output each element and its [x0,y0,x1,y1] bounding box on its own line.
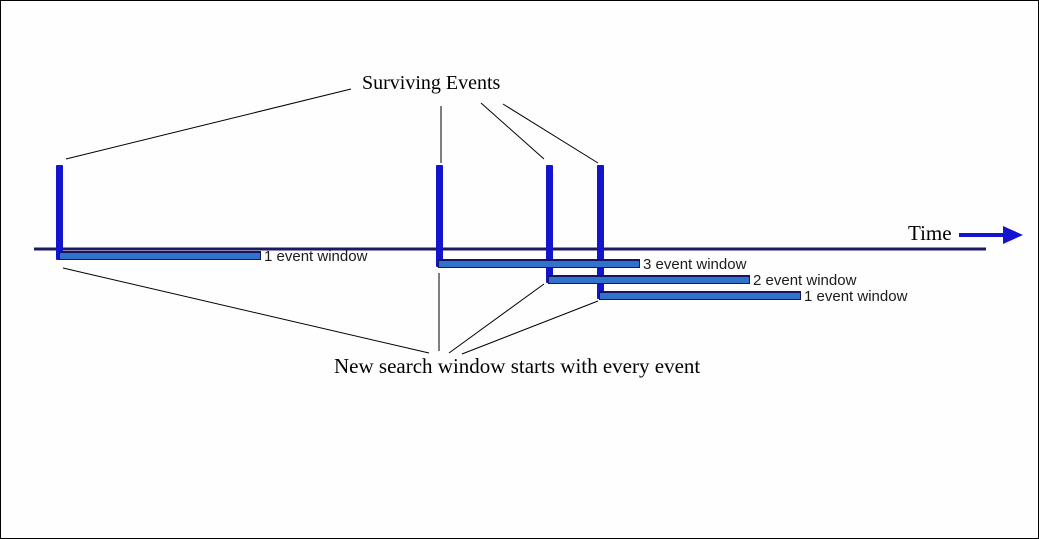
window-label: 1 event window [804,288,908,305]
time-axis-label: Time [908,221,952,245]
event-mark [56,165,63,260]
connector-line-title [65,88,352,160]
window-bar [599,291,801,300]
window-label: 2 event window [753,272,857,289]
window-bar [438,259,640,268]
connector-line-caption [448,283,545,354]
connector-line-title [480,102,545,160]
event-mark [436,165,443,267]
diagram-title: Surviving Events [362,72,501,94]
event-mark [597,165,604,299]
connector-line-caption [461,300,599,355]
time-arrow-head-icon [1003,226,1023,244]
event-mark [546,165,553,283]
connector-line-title [502,103,599,164]
bottom-caption: New search window starts with every even… [334,354,701,378]
window-label: 1 event window [264,248,368,265]
window-bar [59,251,261,260]
connector-line-caption [62,267,430,354]
window-label: 3 event window [643,256,747,273]
window-bar [548,275,750,284]
